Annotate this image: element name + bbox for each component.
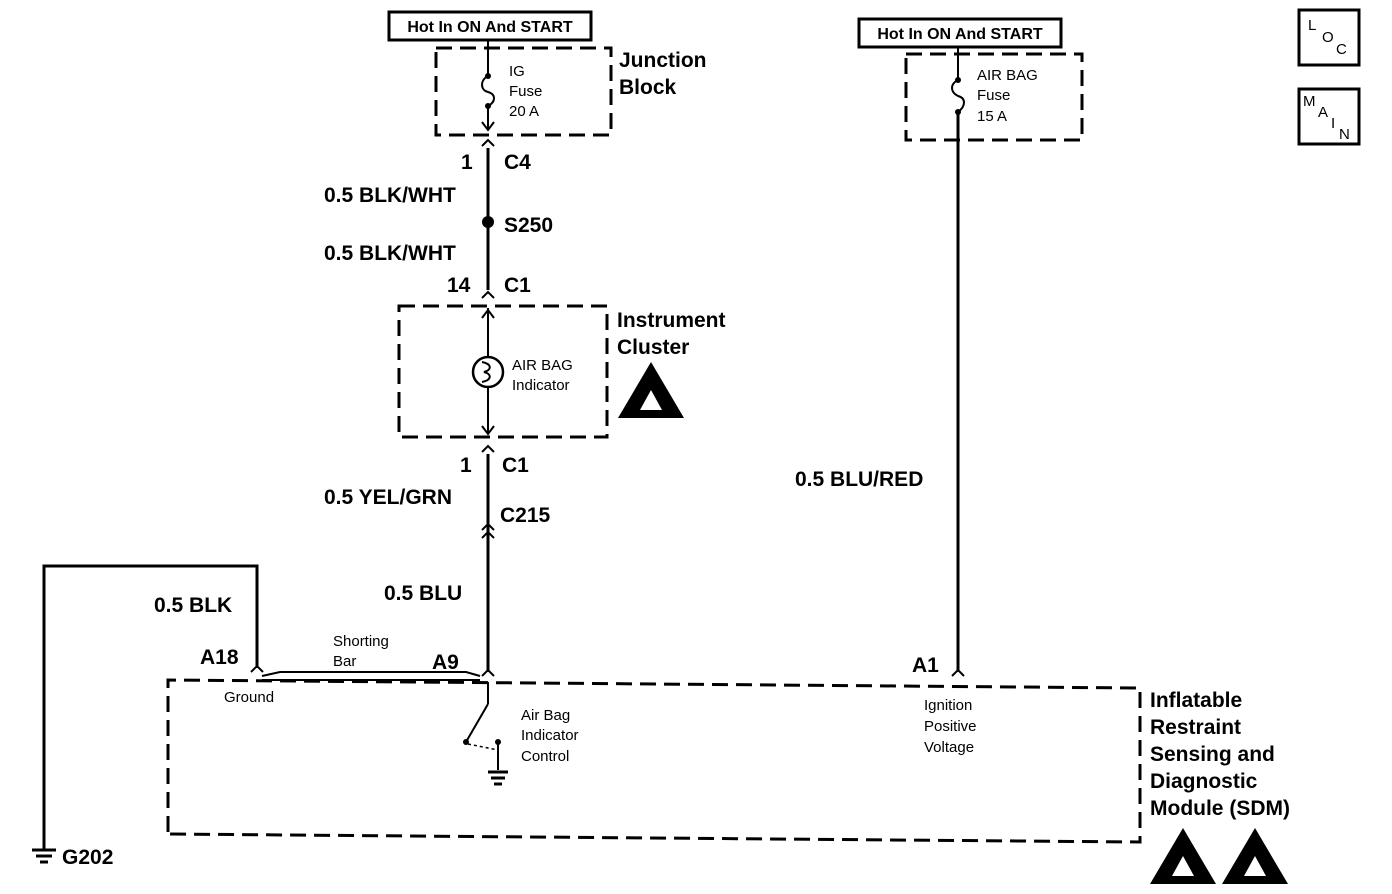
junction-block: IG Fuse 20 A Junction Block: [434, 40, 707, 137]
a18-name: A18: [200, 646, 239, 669]
right-circuit: 0.5 BLU/RED A1: [795, 112, 965, 677]
sdm-module: Ground Air Bag Indicator Control Ignitio…: [166, 678, 1290, 884]
ignition-line1: Ignition: [924, 697, 972, 714]
wire-label-2: 0.5 BLK/WHT: [324, 242, 456, 265]
c4-pin: 1: [461, 151, 473, 174]
shorting-bar-line1: Shorting: [333, 633, 389, 650]
main-icon-m: M: [1303, 93, 1316, 110]
sdm-title-1: Inflatable: [1150, 689, 1242, 712]
power-label-left-text: Hot In ON And START: [407, 19, 573, 36]
airbag-fuse-line2: Fuse: [977, 87, 1010, 104]
instrument-cluster-title-2: Cluster: [617, 336, 689, 359]
fuse-icon: [951, 47, 965, 115]
shorting-bar-line2: Bar: [333, 653, 356, 670]
sdm-title-2: Restraint: [1150, 716, 1241, 739]
ground-circuit: 0.5 BLK A18 G202: [32, 564, 264, 869]
main-icon-n: N: [1339, 126, 1350, 143]
ignition-line3: Voltage: [924, 739, 974, 756]
loc-icon[interactable]: L O C: [1297, 8, 1361, 67]
wire-label-3: 0.5 YEL/GRN: [324, 486, 452, 509]
junction-block-title-2: Block: [619, 76, 677, 99]
loc-icon-c: C: [1336, 41, 1347, 58]
shorting-bar: Shorting Bar: [261, 633, 481, 681]
control-line3: Control: [521, 748, 569, 765]
power-label-left: Hot In ON And START: [387, 10, 593, 42]
c215-name: C215: [500, 504, 551, 527]
c1-top-name: C1: [504, 274, 531, 297]
fuse-icon: [481, 40, 495, 132]
esd-warning-icon: [1222, 828, 1288, 884]
power-label-right: Hot In ON And START: [857, 17, 1063, 49]
esd-warning-icon: [1150, 828, 1216, 884]
splice-s250: [482, 216, 494, 228]
airbag-fuse-block: AIR BAG Fuse 15 A: [904, 47, 1084, 142]
a9-name: A9: [432, 651, 459, 674]
a1-name: A1: [912, 654, 939, 677]
wire-label-5: 0.5 BLK: [154, 594, 232, 617]
indicator-line2: Indicator: [512, 377, 570, 394]
ig-fuse-line3: 20 A: [509, 103, 539, 120]
sdm-title-3: Sensing and: [1150, 743, 1275, 766]
g202-label: G202: [62, 846, 113, 869]
ig-fuse-line2: Fuse: [509, 83, 542, 100]
control-line2: Indicator: [521, 727, 579, 744]
c1-bot-pin: 1: [460, 454, 472, 477]
c4-name: C4: [504, 151, 531, 174]
main-icon[interactable]: M A I N: [1297, 87, 1361, 146]
splice-label: S250: [504, 214, 553, 237]
instrument-cluster-title-1: Instrument: [617, 309, 726, 332]
control-line1: Air Bag: [521, 707, 570, 724]
sdm-ground-label: Ground: [224, 689, 274, 706]
main-icon-i: I: [1331, 115, 1335, 132]
wire-label-6: 0.5 BLU/RED: [795, 468, 923, 491]
sdm-title-4: Diagnostic: [1150, 770, 1258, 793]
ground-icon: [488, 770, 508, 786]
junction-block-title-1: Junction: [619, 49, 707, 72]
esd-warning-icon: [618, 362, 684, 418]
wire-label-1: 0.5 BLK/WHT: [324, 184, 456, 207]
loc-icon-l: L: [1308, 17, 1316, 34]
wire-label-4: 0.5 BLU: [384, 582, 462, 605]
left-circuit: 1 C4 0.5 BLK/WHT S250 0.5 BLK/WHT 14 C1: [324, 138, 553, 299]
sdm-title-5: Module (SDM): [1150, 797, 1290, 820]
main-icon-a: A: [1318, 104, 1328, 121]
airbag-fuse-line3: 15 A: [977, 108, 1007, 125]
loc-icon-o: O: [1322, 29, 1334, 46]
switch-icon: [463, 682, 501, 770]
left-lower-circuit: 1 C1 0.5 YEL/GRN C215 0.5 BLU A9: [324, 444, 551, 677]
instrument-cluster: AIR BAG Indicator Instrument Cluster: [397, 304, 726, 439]
ig-fuse-line1: IG: [509, 63, 525, 80]
power-label-right-text: Hot In ON And START: [877, 26, 1043, 43]
ground-icon: [32, 848, 56, 864]
c1-bot-name: C1: [502, 454, 529, 477]
airbag-fuse-line1: AIR BAG: [977, 67, 1038, 84]
bulb-icon: [471, 355, 505, 389]
ignition-line2: Positive: [924, 718, 977, 735]
c1-top-pin: 14: [447, 274, 471, 297]
indicator-line1: AIR BAG: [512, 357, 573, 374]
